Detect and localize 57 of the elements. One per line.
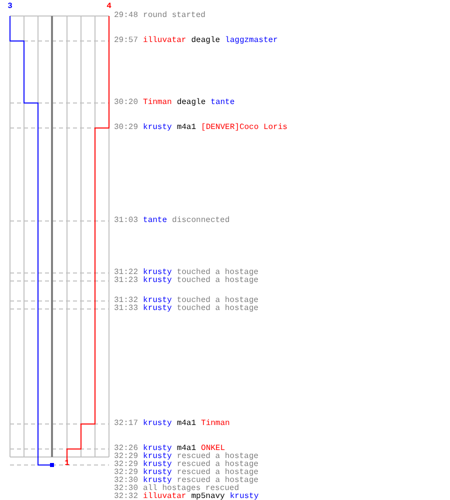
timestamp: 32:29 <box>114 453 138 461</box>
weapon-name: m4a1 <box>176 124 196 132</box>
player-name: krusty <box>143 269 172 277</box>
weapon-name: mp5navy <box>191 493 225 500</box>
timestamp: 29:57 <box>114 37 138 45</box>
timestamp: 31:33 <box>114 305 138 313</box>
player-name: ONKEL <box>201 445 226 453</box>
timestamp: 31:32 <box>114 297 138 305</box>
event-text: round started <box>143 12 206 20</box>
player-name: krusty <box>230 493 259 500</box>
player-name: krusty <box>143 469 172 477</box>
event-text: touched a hostage <box>176 277 258 285</box>
player-name: krusty <box>143 297 172 305</box>
weapon-name: m4a1 <box>176 445 196 453</box>
event-text: all hostages rescued <box>143 485 240 493</box>
player-name: illuvatar <box>143 37 186 45</box>
timestamp: 32:17 <box>114 420 138 428</box>
weapon-name: deagle <box>191 37 220 45</box>
timestamp: 32:30 <box>114 485 138 493</box>
timestamp: 31:23 <box>114 277 138 285</box>
player-name: krusty <box>143 305 172 313</box>
player-name: krusty <box>143 461 172 469</box>
event-text: touched a hostage <box>176 305 258 313</box>
event-text: rescued a hostage <box>176 469 258 477</box>
player-name: [DENVER]Coco Loris <box>201 124 288 132</box>
timestamp: 32:30 <box>114 477 138 485</box>
player-name: krusty <box>143 477 172 485</box>
player-name: Tinman <box>201 420 230 428</box>
timestamp: 32:29 <box>114 469 138 477</box>
player-name: krusty <box>143 124 172 132</box>
player-name: tante <box>143 217 168 225</box>
player-name: illuvatar <box>143 493 186 500</box>
timestamp: 32:29 <box>114 461 138 469</box>
count-label: 3 <box>8 3 12 11</box>
event-text: touched a hostage <box>176 297 258 305</box>
event-text: disconnected <box>172 217 230 225</box>
timestamp: 30:20 <box>114 99 138 107</box>
timestamp: 32:32 <box>114 493 138 500</box>
player-name: laggzmaster <box>225 37 278 45</box>
timestamp: 31:22 <box>114 269 138 277</box>
timestamp: 29:48 <box>114 12 138 20</box>
player-name: krusty <box>143 277 172 285</box>
event-text: rescued a hostage <box>176 453 258 461</box>
count-label: 4 <box>106 3 112 11</box>
timestamp: 30:29 <box>114 124 138 132</box>
timestamp: 31:03 <box>114 217 138 225</box>
player-name: krusty <box>143 420 172 428</box>
player-name: krusty <box>143 453 172 461</box>
player-name: Tinman <box>143 99 172 107</box>
player-name: krusty <box>143 445 172 453</box>
timestamp: 32:26 <box>114 445 138 453</box>
weapon-name: deagle <box>176 99 206 107</box>
event-text: touched a hostage <box>176 269 258 277</box>
event-text: rescued a hostage <box>176 461 258 469</box>
weapon-name: m4a1 <box>176 420 196 428</box>
event-text: rescued a hostage <box>176 477 258 485</box>
player-name: tante <box>210 99 235 107</box>
